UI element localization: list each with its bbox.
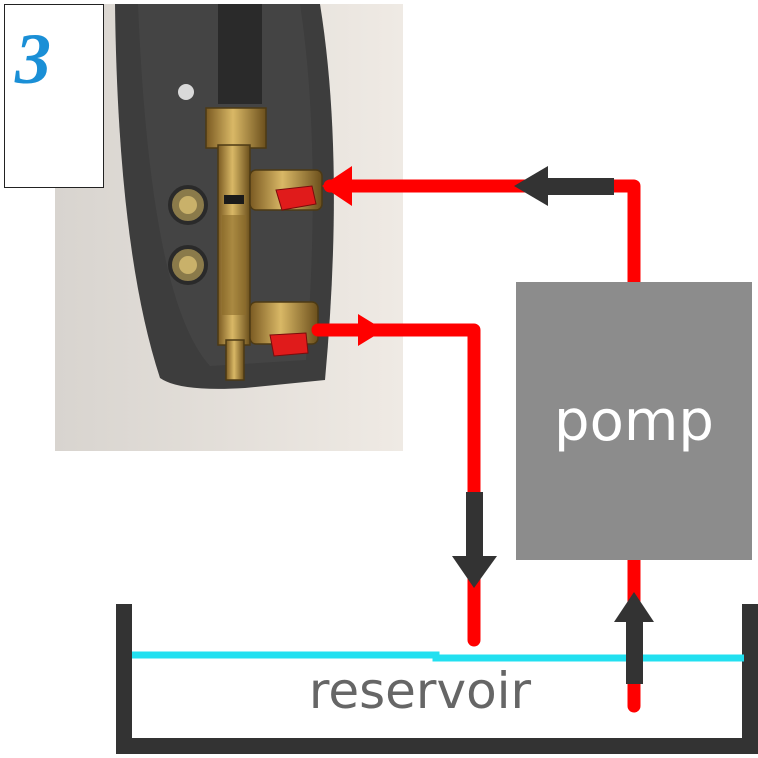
pump-label: pomp [554,388,714,454]
water-line [132,651,744,662]
return-outlet-arrow-icon [358,314,384,346]
flow-arrow-up-icon [614,592,654,684]
reservoir-label: reservoir [308,662,532,720]
pump-box [516,282,752,560]
step-number: 3 [15,19,51,99]
valve-manifold [205,107,323,381]
reservoir-tank [116,604,758,754]
flow-arrow-down-icon [452,492,497,588]
flow-arrow-top-icon [514,166,614,206]
step-number-box: 3 [4,4,104,188]
installation-photo [55,4,403,451]
supply-inlet-arrow-icon [322,166,352,206]
